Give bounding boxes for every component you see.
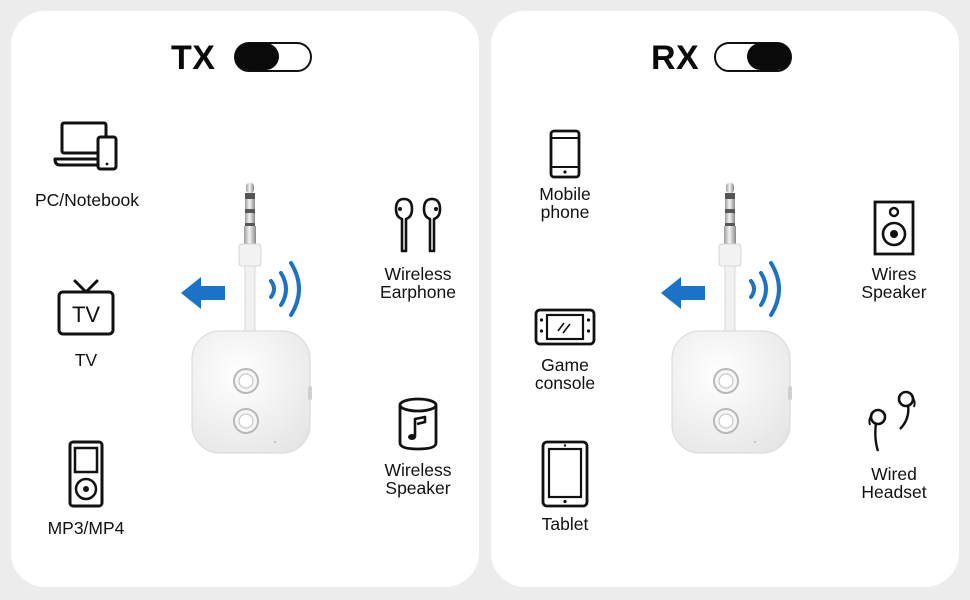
tx-mode-toggle[interactable] [234, 42, 312, 72]
device-label: PC/Notebook [34, 190, 140, 210]
tablet-icon [541, 440, 589, 508]
toggle-knob [747, 43, 791, 70]
mp3-player-icon [68, 440, 104, 508]
device-tv: TV TV [41, 277, 131, 369]
left-arrow-icon [661, 277, 705, 309]
device-label: MP3/MP4 [47, 518, 125, 538]
tx-panel: TX PC/Notebook TV TV MP3/MP4 [11, 11, 479, 587]
device-label-line1: Wired [871, 464, 917, 484]
device-pc-notebook: PC/Notebook [25, 119, 149, 209]
tx-title: TX [171, 39, 216, 77]
wireless-earphone-icon [394, 197, 442, 253]
bluetooth-adapter-image [671, 183, 792, 454]
device-mobile-phone: Mobile phone [515, 129, 615, 221]
device-label-line1: Wireless [384, 264, 452, 284]
device-tablet: Tablet [515, 439, 615, 533]
rx-title: RX [651, 39, 700, 77]
device-mp3-mp4: MP3/MP4 [31, 439, 141, 537]
device-label-line1: Wireless [384, 460, 452, 480]
device-wireless-earphone: Wireless Earphone [363, 195, 473, 301]
wired-headset-icon [868, 390, 916, 452]
toggle-knob [235, 43, 279, 70]
wired-speaker-icon [873, 200, 915, 256]
left-arrow-icon [181, 277, 225, 309]
mobile-phone-icon [549, 129, 581, 179]
device-label-line1: Mobile [539, 184, 591, 204]
device-label-line1: Game [541, 355, 589, 375]
bluetooth-adapter-image [191, 183, 312, 454]
device-label-line2: Speaker [861, 282, 927, 302]
wireless-speaker-icon [398, 397, 438, 451]
game-console-icon [534, 308, 596, 346]
svg-text:TV: TV [72, 302, 100, 327]
device-wireless-speaker: Wireless Speaker [363, 395, 473, 497]
device-label: Tablet [541, 514, 589, 534]
tv-icon: TV [57, 279, 115, 336]
device-game-console: Game console [515, 307, 615, 392]
wireless-signal-icon [269, 261, 301, 317]
laptop-phone-icon [53, 121, 118, 171]
device-label-line1: Wires [871, 264, 917, 284]
wireless-signal-icon [749, 261, 781, 317]
rx-panel: RX Mobile phone Game console [491, 11, 959, 587]
device-wired-headset: Wired Headset [839, 389, 949, 501]
device-label-line2: Headset [861, 482, 927, 502]
device-label-line2: console [534, 373, 596, 393]
device-label-line2: Earphone [380, 282, 456, 302]
rx-mode-toggle[interactable] [714, 42, 792, 72]
device-label-line2: phone [540, 202, 590, 222]
device-label: TV [74, 350, 98, 370]
device-wires-speaker: Wires Speaker [839, 199, 949, 301]
device-label-line2: Speaker [385, 478, 451, 498]
